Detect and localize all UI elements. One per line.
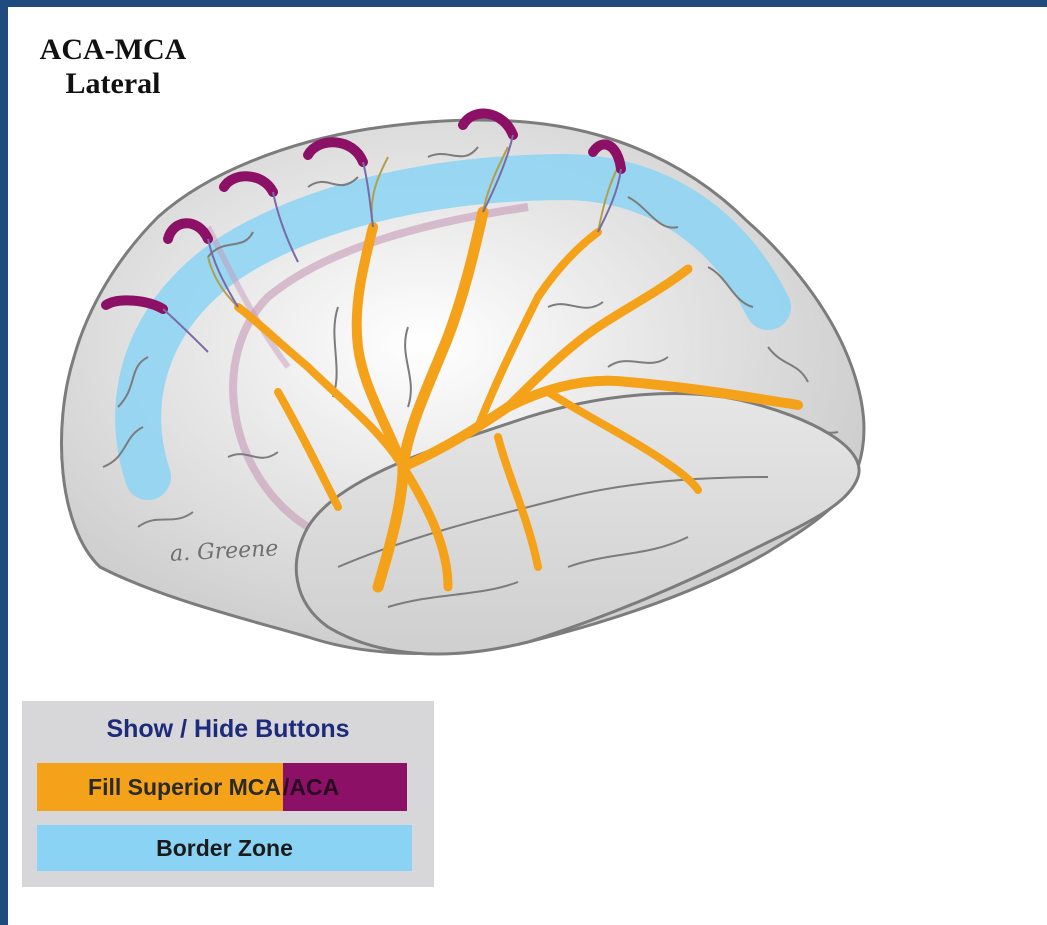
fill-superior-mca-button[interactable]: Fill Superior MCA <box>37 763 283 811</box>
figure-frame: ACA-MCA Lateral <box>8 7 1047 925</box>
show-hide-panel: Show / Hide Buttons Fill Superior MCA /A… <box>22 701 434 887</box>
border-zone-button[interactable]: Border Zone <box>37 825 412 871</box>
aca-button[interactable]: /ACA <box>283 763 407 811</box>
panel-title: Show / Hide Buttons <box>22 715 434 744</box>
